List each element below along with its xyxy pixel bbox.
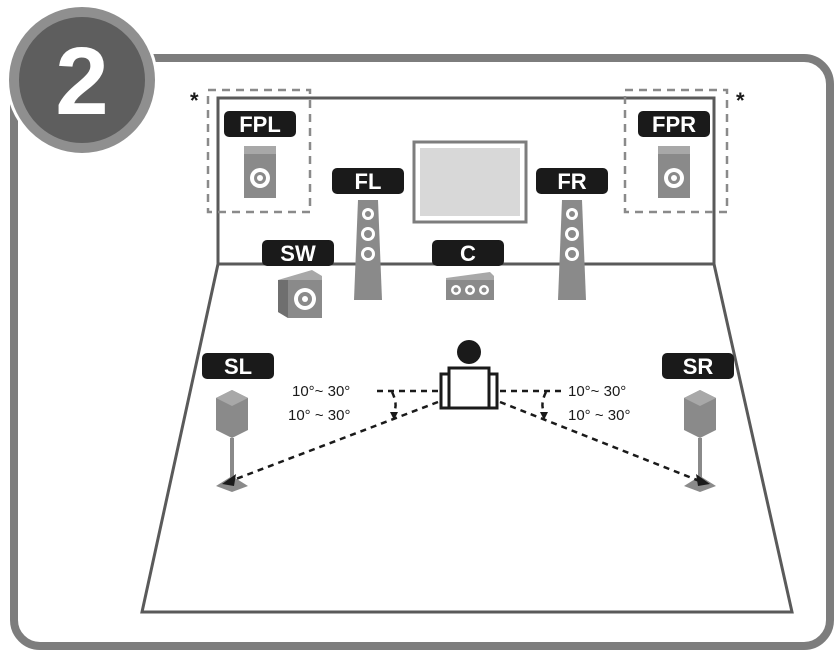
- arrowhead-right-arc: [540, 412, 548, 420]
- angle-left-1: 10°~ 30°: [292, 383, 350, 400]
- speaker-sw: SW: [262, 240, 334, 318]
- label-sr: SR: [683, 354, 714, 379]
- speaker-c: C: [432, 240, 504, 300]
- speaker-fpl: FPL: [224, 111, 296, 198]
- label-fr: FR: [557, 169, 586, 194]
- label-fpl: FPL: [239, 112, 281, 137]
- speaker-sl: SL: [202, 353, 274, 492]
- step-badge: 2: [6, 4, 158, 156]
- angle-right-2: 10° ~ 30°: [568, 407, 630, 424]
- angle-guides: [227, 389, 703, 484]
- label-fpr: FPR: [652, 112, 696, 137]
- speaker-sr: SR: [662, 353, 734, 492]
- speaker-fpr: FPR: [638, 111, 710, 198]
- arrowhead-right-surround: [696, 474, 710, 486]
- speaker-fr: FR: [536, 168, 608, 300]
- angle-left-2: 10° ~ 30°: [288, 407, 350, 424]
- angle-right-1: 10°~ 30°: [568, 383, 626, 400]
- note-marker-right: *: [736, 88, 745, 113]
- label-fl: FL: [355, 169, 382, 194]
- listener-chair: [439, 340, 499, 410]
- tv-screen: [412, 140, 528, 224]
- arrowhead-left-surround: [222, 474, 236, 486]
- label-sl: SL: [224, 354, 252, 379]
- arrowhead-left-arc: [390, 412, 398, 420]
- label-sw: SW: [280, 241, 316, 266]
- label-c: C: [460, 241, 476, 266]
- note-marker-left: *: [190, 88, 199, 113]
- speaker-fl: FL: [332, 168, 404, 300]
- step-number: 2: [55, 28, 108, 135]
